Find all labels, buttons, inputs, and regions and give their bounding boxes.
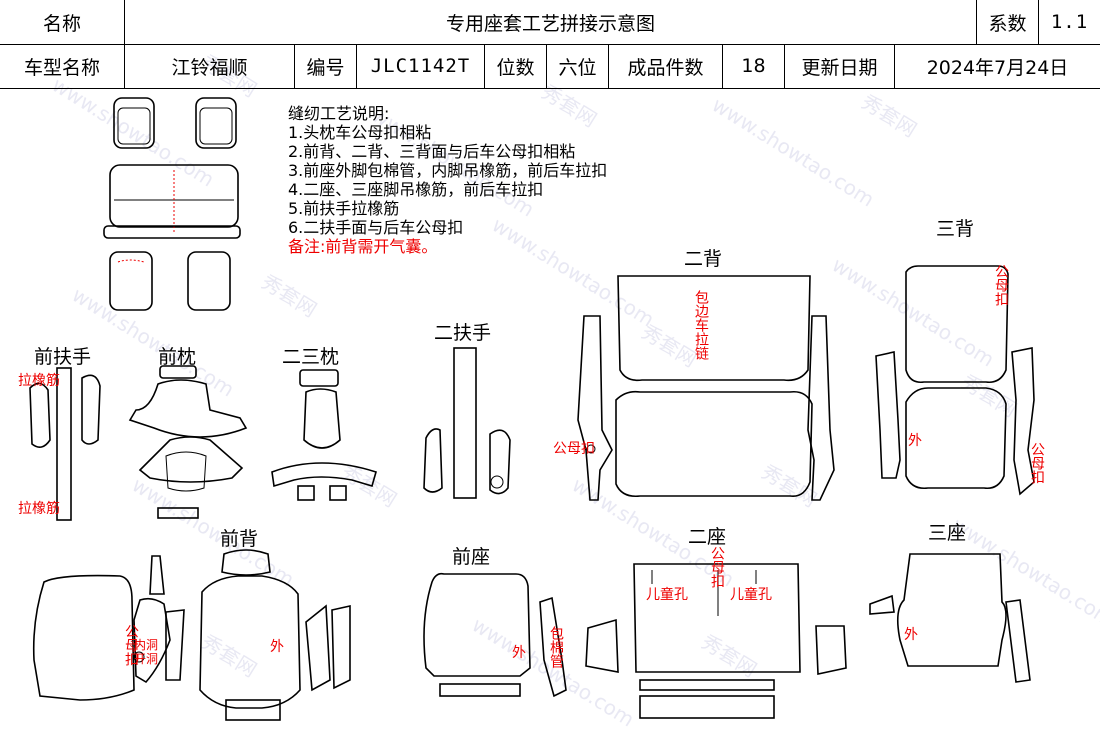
second-armrest-pieces — [423, 347, 511, 499]
front-back-pieces — [32, 549, 351, 721]
label-second-back: 二背 — [684, 248, 723, 270]
note-outer: 外 — [512, 645, 526, 661]
header-row-2: 车型名称 江铃福顺 编号 JLC1142T 位数 六位 成品件数 18 更新日期… — [0, 44, 1100, 89]
note-inner-hole: 内洞 — [134, 638, 159, 652]
note-outer: 外 — [908, 433, 922, 449]
seats-value: 六位 — [547, 44, 609, 88]
note-male-female-buckle: 公母扣 — [123, 624, 139, 666]
label-front-headrest: 前枕 — [158, 346, 197, 368]
second-third-headrest-pieces — [271, 369, 377, 501]
note-item: 4.二座、三座脚吊橡筋，前后车拉扣 — [288, 180, 544, 199]
note-open-hole: 开洞 — [134, 652, 159, 666]
front-armrest-pieces — [29, 367, 101, 521]
third-back-pieces — [875, 265, 1035, 496]
note-male-female-buckle: 公母扣 — [553, 441, 595, 457]
code-value: JLC1142T — [357, 44, 485, 88]
header-row-1: 名称 专用座套工艺拼接示意图 系数 1.1 — [0, 0, 1100, 45]
coef-label: 系数 — [977, 0, 1039, 44]
front-headrest-pieces — [128, 365, 248, 519]
code-label: 编号 — [295, 44, 357, 88]
note-item: 1.头枕车公母扣相粘 — [288, 123, 432, 142]
pieces-value: 18 — [723, 44, 785, 88]
note-item: 5.前扶手拉橡筋 — [288, 199, 400, 218]
sheet-title: 专用座套工艺拼接示意图 — [125, 0, 977, 44]
note-item: 2.前背、二背、三背面与后车公母扣相粘 — [288, 142, 576, 161]
label-second-seat: 二座 — [688, 526, 727, 548]
label-third-seat: 三座 — [928, 522, 967, 544]
note-outer: 外 — [270, 639, 284, 655]
label-second-armrest: 二扶手 — [434, 322, 492, 344]
seats-label: 位数 — [485, 44, 547, 88]
note-child-hole: 儿童孔 — [730, 587, 772, 603]
name-label: 名称 — [0, 0, 125, 44]
label-front-back: 前背 — [220, 528, 259, 550]
note-child-hole: 儿童孔 — [646, 587, 688, 603]
model-label: 车型名称 — [0, 44, 125, 88]
note-outer: 外 — [904, 627, 918, 643]
note-elastic-pull: 拉橡筋 — [18, 501, 60, 517]
note-male-female-buckle: 公母扣 — [709, 546, 725, 588]
label-front-armrest: 前扶手 — [34, 346, 92, 368]
second-seat-pieces — [633, 563, 847, 719]
label-front-seat: 前座 — [452, 546, 491, 568]
note-elastic-pull: 拉橡筋 — [18, 373, 60, 389]
coef-value: 1.1 — [1050, 11, 1089, 33]
note-item: 6.二扶手面与后车公母扣 — [288, 218, 464, 237]
second-back-pieces — [577, 275, 835, 501]
note-male-female-buckle: 公母扣 — [1029, 442, 1045, 484]
pieces-label: 成品件数 — [609, 44, 723, 88]
sewing-notes: 缝纫工艺说明: 1.头枕车公母扣相粘 2.前背、二背、三背面与后车公母扣相粘 3… — [288, 104, 607, 256]
front-seat-pieces — [423, 572, 619, 698]
notes-remark: 备注:前背需开气囊。 — [288, 237, 438, 256]
note-item: 3.前座外脚包棉管，内脚吊橡筋，前后车拉扣 — [288, 161, 608, 180]
model-value: 江铃福顺 — [125, 44, 295, 88]
label-second-third-headrest: 二三枕 — [282, 346, 340, 368]
note-wrap-cotton-tube: 包棉管 — [548, 626, 564, 668]
update-value: 2024年7月24日 — [926, 56, 1069, 79]
seat-layout-thumbnail — [103, 97, 241, 311]
third-seat-pieces — [869, 553, 1031, 683]
notes-title: 缝纫工艺说明: — [288, 104, 390, 123]
note-edge-zipper: 包边车拉链 — [693, 290, 709, 360]
update-label: 更新日期 — [785, 44, 895, 88]
note-male-female-buckle: 公母扣 — [993, 264, 1009, 306]
label-third-back: 三背 — [936, 218, 975, 240]
